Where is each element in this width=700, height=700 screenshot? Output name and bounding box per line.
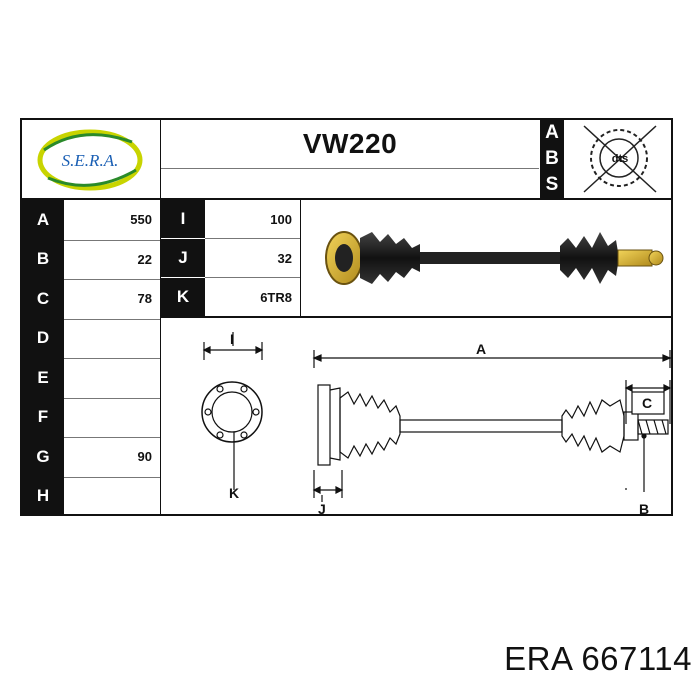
spec-letter-d: D xyxy=(22,318,64,358)
spec-value-d xyxy=(64,319,160,359)
spec-letter-h: H xyxy=(22,476,64,516)
spec-letter-a: A xyxy=(22,200,64,240)
part-code-title: VW220 xyxy=(302,128,398,159)
abs-letter-a: A xyxy=(540,120,564,146)
dts-label: dts xyxy=(612,153,629,165)
spec-letter-c: C xyxy=(22,279,64,319)
spec-letter-b: B xyxy=(22,239,64,279)
spec-value-h xyxy=(64,477,160,517)
dts-crossed-icon: dts xyxy=(566,120,673,198)
spec-value-j: 32 xyxy=(277,250,292,266)
spec-value-b: 22 xyxy=(137,251,152,267)
spec-letter-k: K xyxy=(161,278,205,316)
abs-column: A B S xyxy=(540,120,564,198)
spec-value-a: 550 xyxy=(130,212,152,228)
spec-value-i: 100 xyxy=(270,211,292,227)
sera-logo-graphic: S.E.R.A. xyxy=(37,129,143,191)
diagram-label-k: K xyxy=(229,485,239,501)
spec-value-k: 6TR8 xyxy=(260,289,292,305)
abs-letter-s: S xyxy=(540,172,564,198)
driveshaft-photo xyxy=(302,202,672,314)
spec-letter-g: G xyxy=(22,437,64,477)
dimension-diagram: I K A xyxy=(162,320,672,517)
spec-value-e xyxy=(64,358,160,398)
spec-value-f xyxy=(64,398,160,438)
abs-letter-b: B xyxy=(540,146,564,172)
sera-logo: S.E.R.A. xyxy=(22,120,160,198)
footer-part-number: ERA 667114 xyxy=(504,640,692,677)
diagram-label-a: A xyxy=(476,341,486,357)
spec-value-c: 78 xyxy=(137,291,152,307)
spec-value-g: 90 xyxy=(137,449,152,465)
diagram-label-i: I xyxy=(230,331,234,347)
spec-letter-e: E xyxy=(22,358,64,398)
spec-letter-f: F xyxy=(22,397,64,437)
logo-text: S.E.R.A. xyxy=(62,151,119,170)
spec-letter-j: J xyxy=(161,239,205,277)
spec-letter-i: I xyxy=(161,200,205,238)
diagram-label-c: C xyxy=(642,395,652,411)
diagram-label-j: J xyxy=(318,501,326,515)
diagram-label-b: B xyxy=(639,501,649,515)
